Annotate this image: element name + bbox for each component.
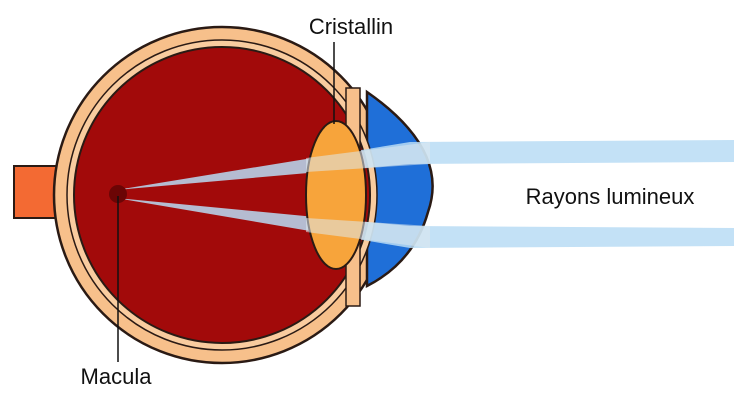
macula-label: Macula [81,364,153,389]
cristallin-label: Cristallin [309,14,393,39]
lens [306,121,366,269]
rayons-lumineux-label: Rayons lumineux [526,184,695,209]
